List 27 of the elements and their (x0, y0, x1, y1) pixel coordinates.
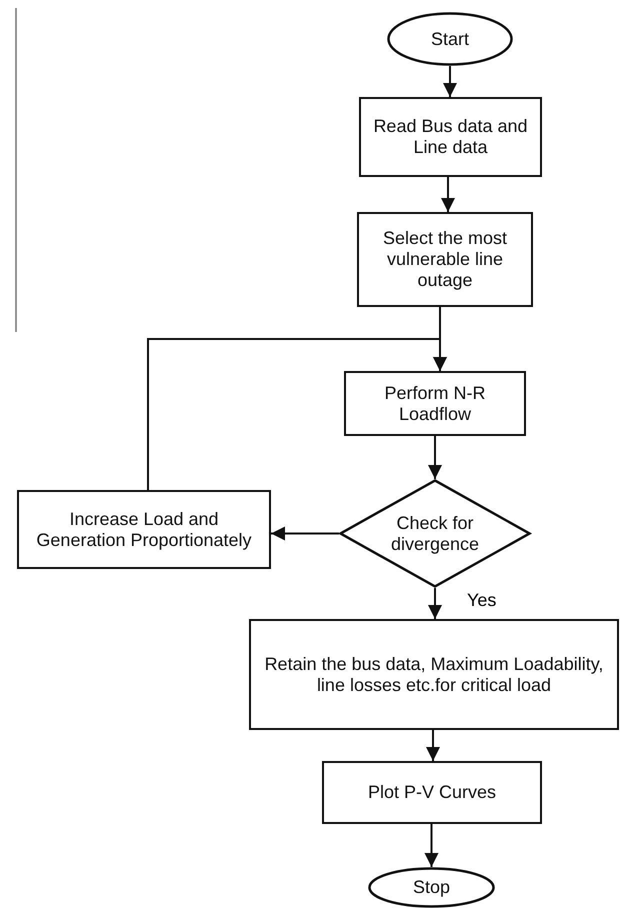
node-text: Perform N-R Loadflow (383, 382, 486, 424)
node-text: Retain the bus data, Maximum Loadability, line losses etc.for critical load (264, 654, 604, 696)
node-text: Check for divergence (390, 512, 480, 554)
process-box (357, 212, 533, 307)
terminal-oval (368, 867, 495, 908)
process-box (322, 761, 542, 824)
arrow (443, 66, 457, 97)
terminal-oval (387, 12, 513, 66)
arrow (424, 824, 438, 867)
arrow (426, 730, 440, 761)
process-box (249, 619, 619, 730)
process-box (359, 97, 542, 177)
arrow (441, 177, 455, 212)
node-text: Stop (412, 877, 450, 898)
process-box (344, 371, 526, 436)
branch-label: Yes (467, 590, 496, 611)
arrow (428, 436, 442, 479)
node-text: Select the most vulnerable line outage (382, 228, 508, 291)
node-text: Increase Load and Generation Proportionately (35, 508, 253, 550)
node-text: Plot P-V Curves (368, 782, 496, 803)
decision-diamond (339, 479, 531, 588)
arrow (428, 588, 442, 619)
node-text: Start (430, 28, 469, 50)
arrow (271, 526, 339, 540)
arrow (147, 338, 447, 490)
node-text: Read Bus data and Line data (372, 116, 529, 158)
process-box (17, 490, 271, 569)
